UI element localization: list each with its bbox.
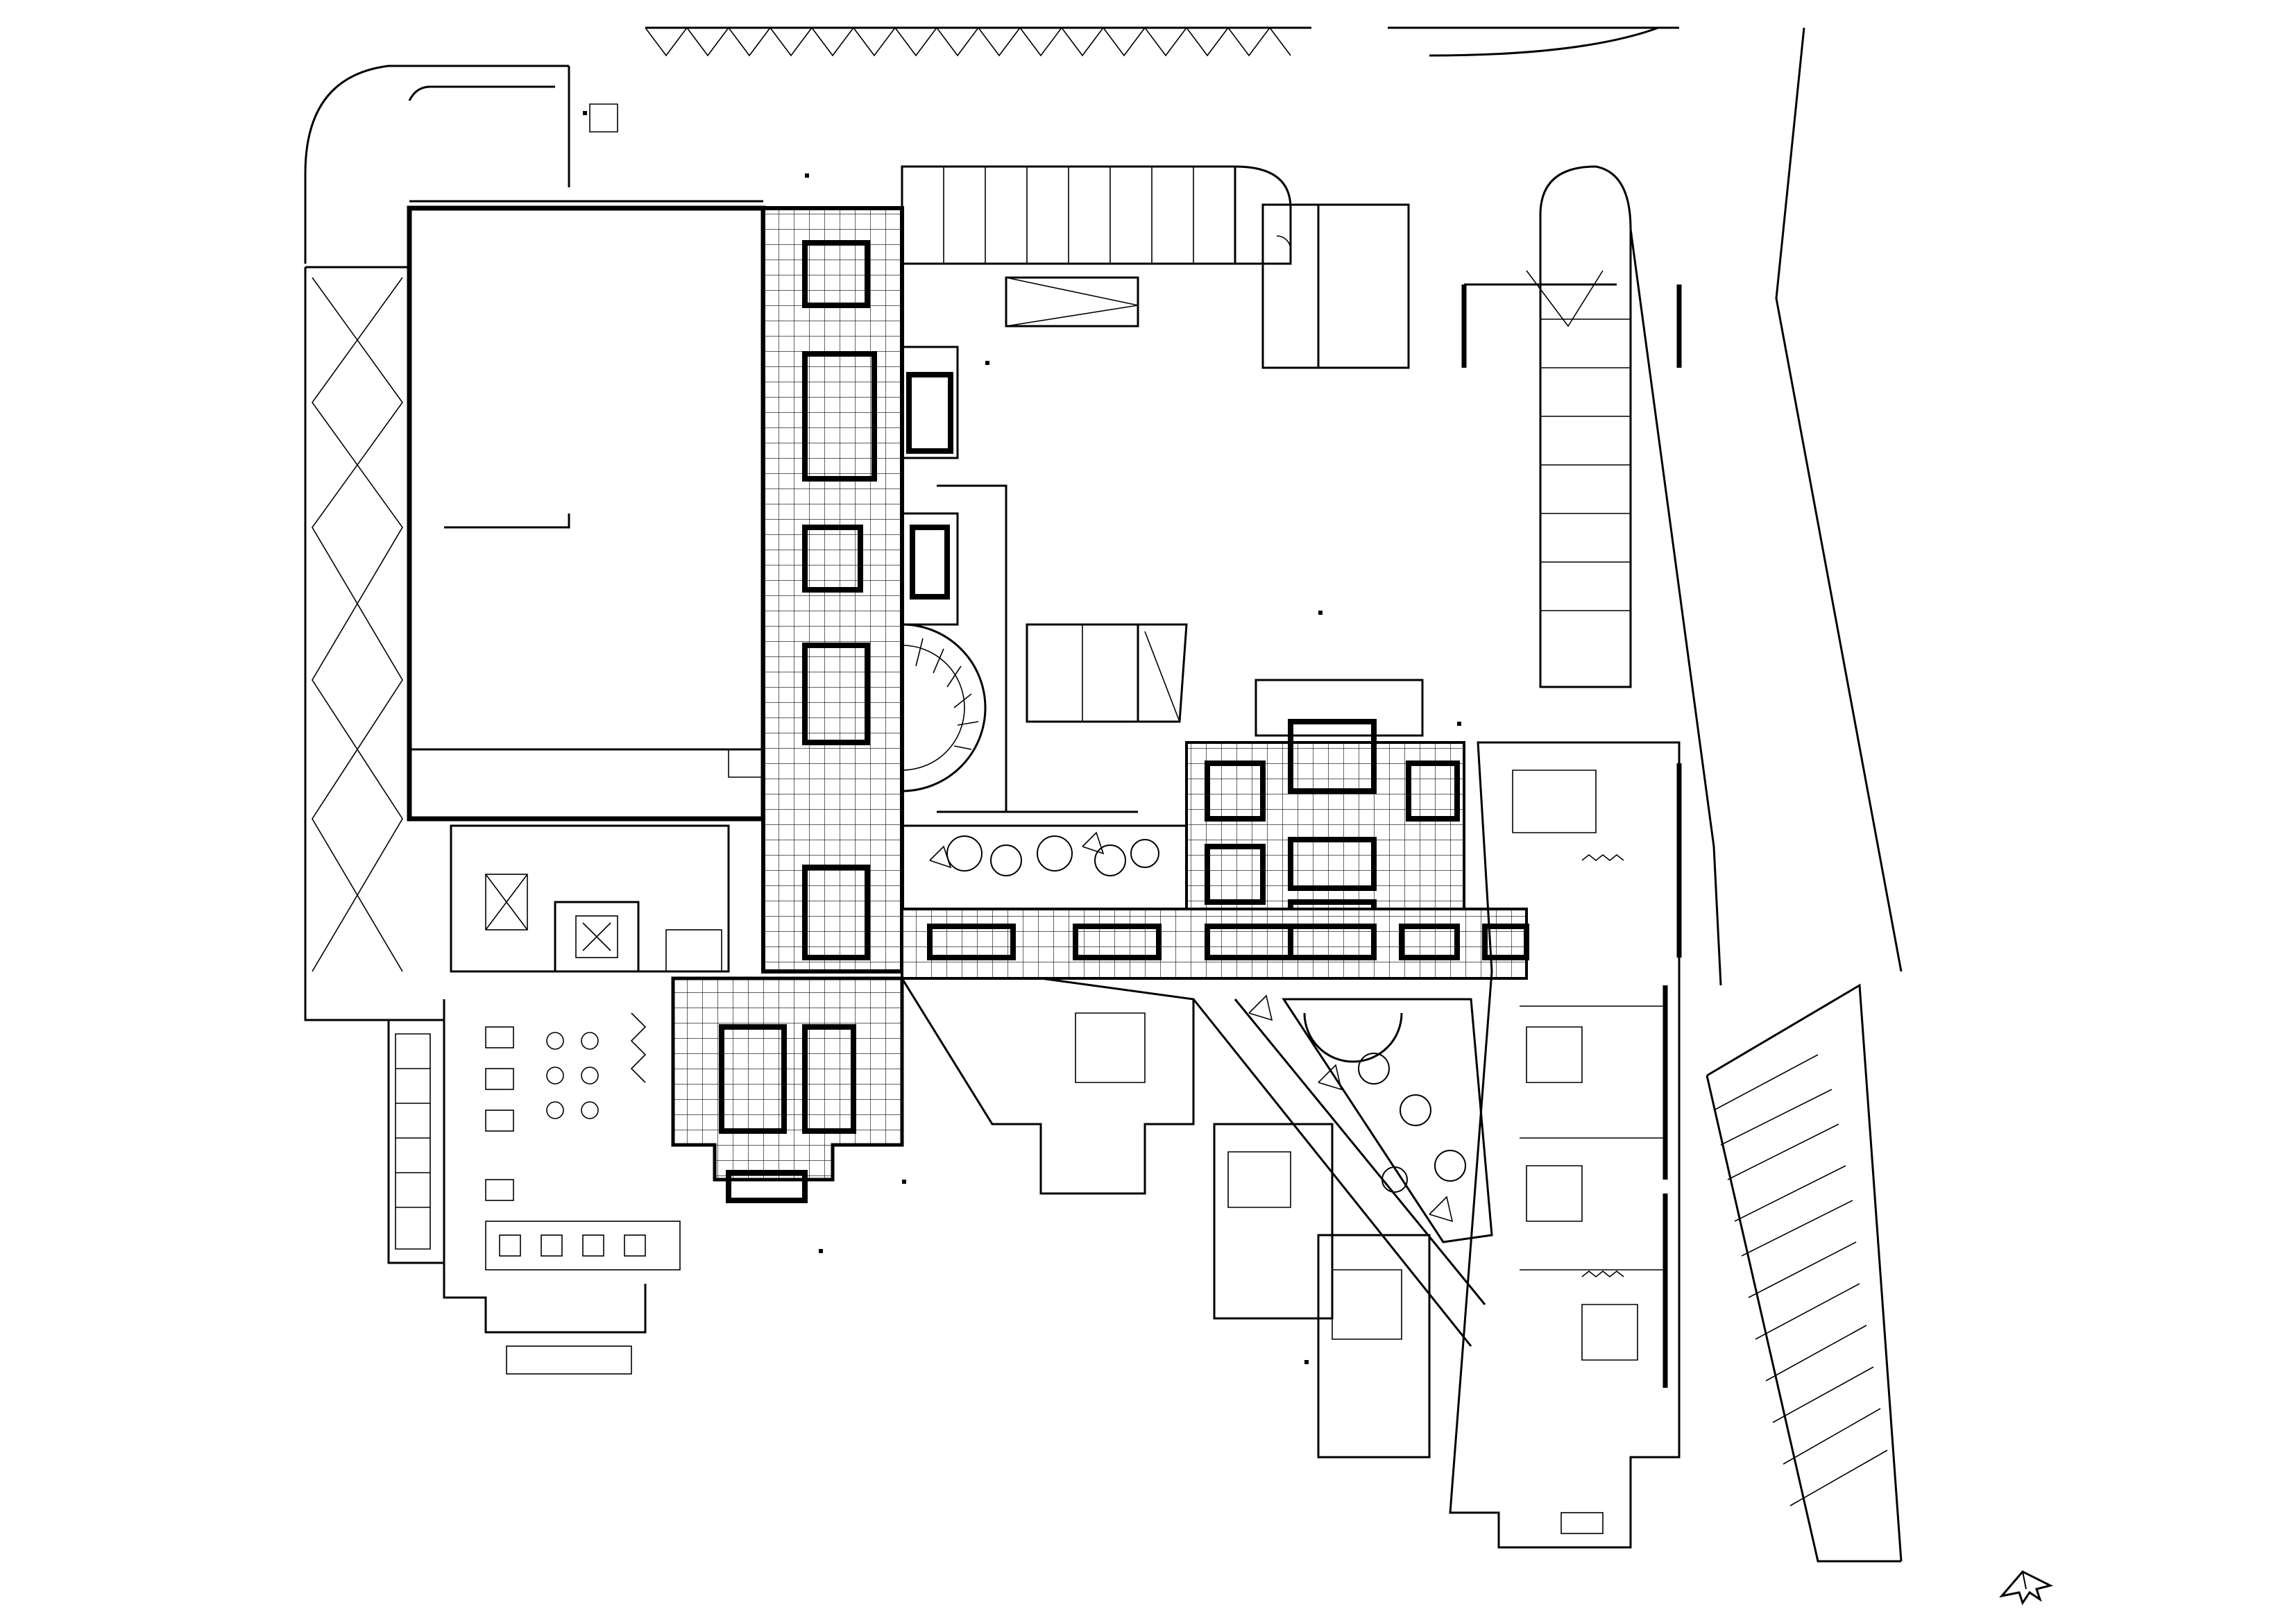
lobby-spine (761, 206, 904, 974)
inner-garden (1248, 994, 1493, 1243)
fixtures (583, 111, 1461, 1364)
guest-wing-east (1449, 741, 1682, 1549)
dining-tables (485, 1026, 681, 1375)
courtyard-garden (901, 824, 1188, 910)
ballroom (407, 200, 766, 822)
main-corridor (901, 908, 1529, 980)
south-lounge (630, 976, 904, 1203)
guest-wing-west (900, 977, 1486, 1459)
entrance-driveway (304, 65, 618, 264)
dining-hall (387, 999, 681, 1375)
right-parking (1461, 27, 1903, 1563)
north-east-wing (901, 346, 1188, 813)
north-arrow-icon (1999, 1570, 2054, 1606)
top-road (645, 26, 1679, 57)
service-block (450, 824, 730, 973)
west-ramp (304, 266, 444, 1021)
parking-bays-top (901, 165, 1410, 369)
